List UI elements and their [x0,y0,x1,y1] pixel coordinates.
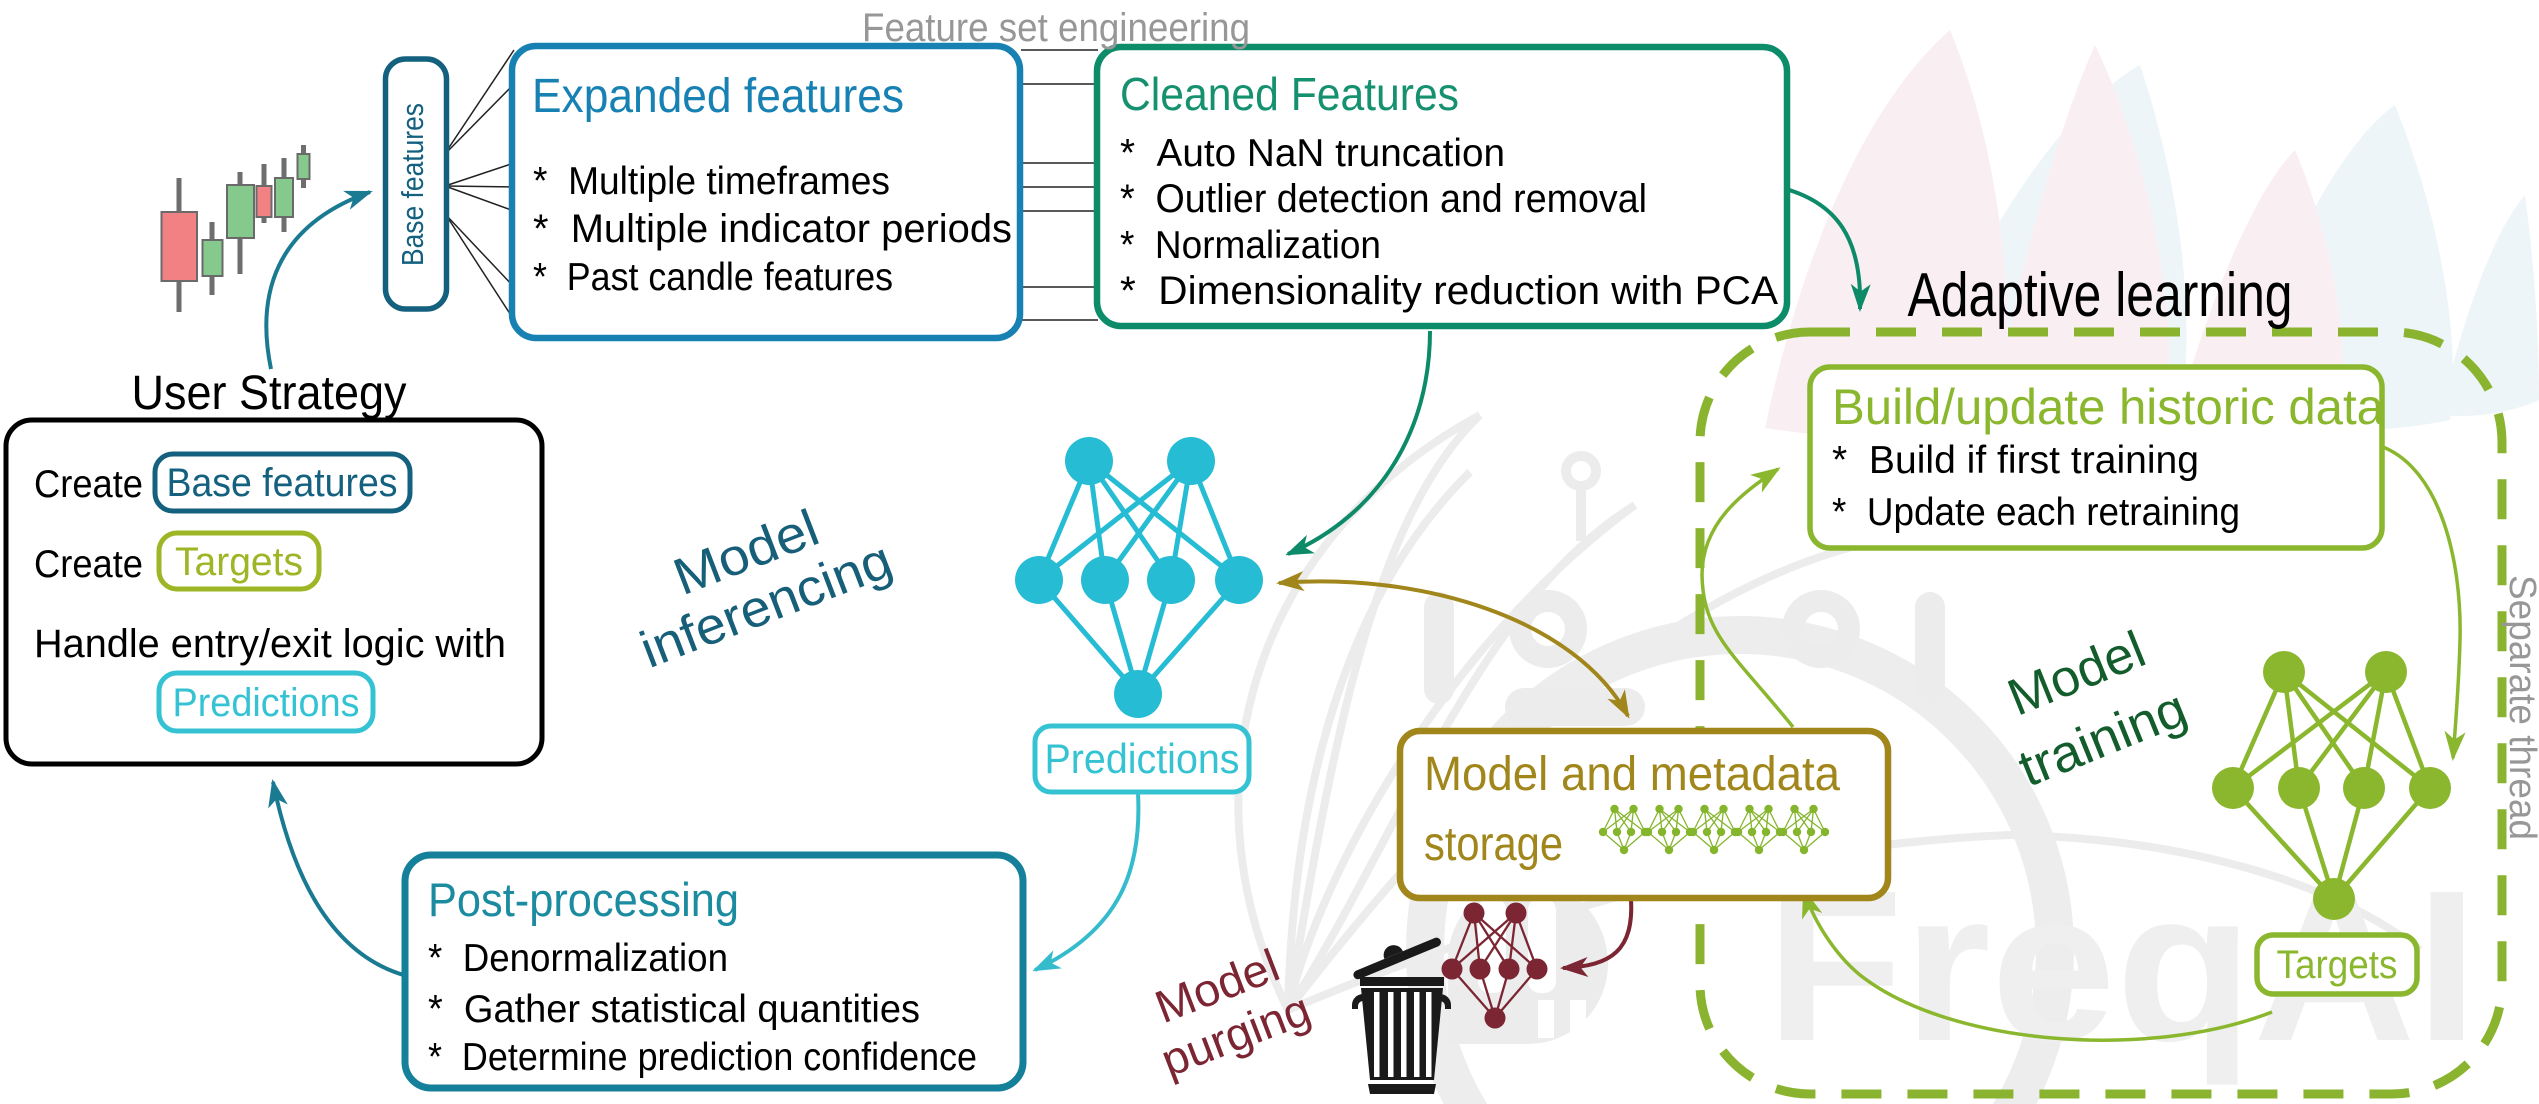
svg-text:* Dimensionality reduction wi: * Dimensionality reduction with PCA [1120,269,1778,313]
svg-text:* Gather statistical quantiti: * Gather statistical quantities [428,988,920,1031]
svg-text:Cleaned Features: Cleaned Features [1120,68,1459,120]
svg-text:User Strategy: User Strategy [132,367,407,420]
svg-text:Predictions: Predictions [1045,735,1240,782]
svg-text:Expanded features: Expanded features [532,70,904,123]
svg-text:* Auto NaN truncation: * Auto NaN truncation [1120,132,1505,175]
svg-text:Create: Create [34,543,143,586]
svg-text:* Update each retraining: * Update each retraining [1832,491,2240,534]
svg-text:* Denormalization: * Denormalization [428,937,728,980]
svg-text:Build/update historic data: Build/update historic data [1832,379,2384,435]
svg-text:Separate thread: Separate thread [2501,575,2539,840]
svg-text:Base features: Base features [167,461,398,505]
svg-text:Handle entry/exit logic with: Handle entry/exit logic with [34,622,506,666]
svg-text:Base features: Base features [395,103,430,266]
svg-text:* Determine prediction confid: * Determine prediction confidence [428,1036,977,1079]
svg-text:Model and metadata: Model and metadata [1424,748,1840,801]
svg-text:Post-processing: Post-processing [428,873,739,926]
svg-text:Targets: Targets [175,540,303,584]
svg-text:* Multiple indicator periods: * Multiple indicator periods [533,207,1012,251]
svg-text:* Build if first training: * Build if first training [1832,439,2199,482]
svg-text:* Multiple timeframes: * Multiple timeframes [533,160,890,203]
svg-text:Adaptive learning: Adaptive learning [1908,261,2293,330]
svg-text:Predictions: Predictions [173,681,360,725]
svg-text:storage: storage [1424,818,1563,871]
svg-text:Create: Create [34,463,143,506]
svg-text:Targets: Targets [2277,943,2398,987]
svg-text:* Outlier detection and remov: * Outlier detection and removal [1120,177,1647,221]
svg-text:* Normalization: * Normalization [1120,224,1381,267]
svg-text:* Past candle features: * Past candle features [533,256,893,299]
svg-text:Feature set engineering: Feature set engineering [862,6,1250,50]
